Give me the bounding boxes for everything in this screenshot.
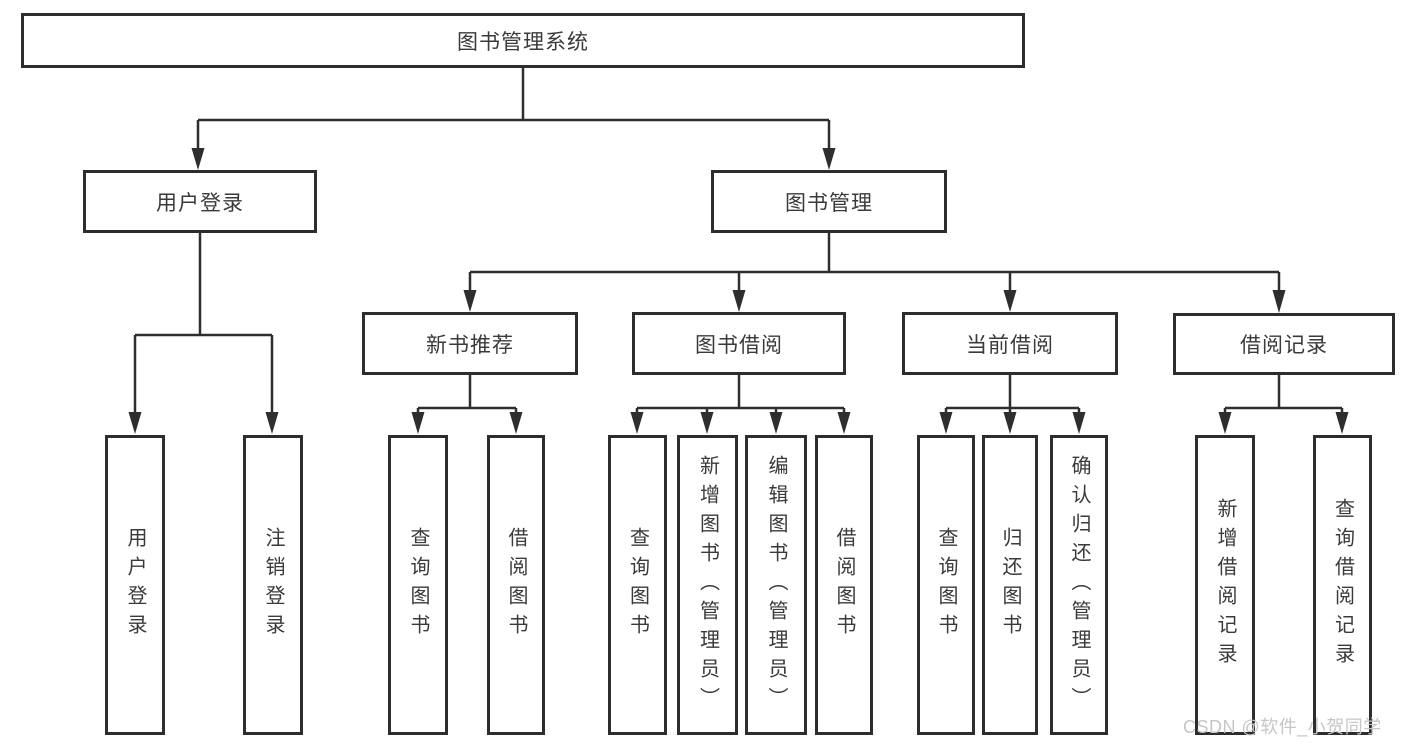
leaf-user-login: 用户登录 (105, 435, 165, 735)
leaf-bb-query-book: 查询图书 (608, 435, 667, 735)
leaf-br-query-record: 查询借阅记录 (1313, 435, 1372, 735)
leaf-cb-query-book: 查询图书 (917, 435, 975, 735)
leaf-br-query-record-label: 查询借阅记录 (1331, 498, 1354, 672)
node-book-borrow: 图书借阅 (632, 312, 846, 375)
leaf-logout-label: 注销登录 (262, 527, 284, 643)
node-user-login: 用户登录 (83, 170, 317, 233)
leaf-br-add-record: 新增借阅记录 (1195, 435, 1255, 735)
node-current-borrow: 当前借阅 (902, 312, 1118, 375)
leaf-nb-query-book-label: 查询图书 (407, 527, 429, 643)
leaf-cb-return-book: 归还图书 (982, 435, 1038, 735)
node-book-borrow-label: 图书借阅 (695, 333, 783, 357)
leaf-cb-confirm-return-label: 确认归还（管理员） (1068, 454, 1090, 716)
leaf-bb-edit-book: 编辑图书（管理员） (745, 435, 807, 735)
leaf-nb-borrow-book-label: 借阅图书 (505, 527, 527, 643)
leaf-bb-borrow-book-label: 借阅图书 (833, 527, 855, 643)
leaf-user-login-label: 用户登录 (124, 527, 146, 643)
csdn-watermark: CSDN @软件_小贺同学 (1183, 717, 1382, 737)
node-current-borrow-label: 当前借阅 (966, 333, 1054, 357)
leaf-logout: 注销登录 (243, 435, 303, 735)
leaf-bb-borrow-book: 借阅图书 (815, 435, 873, 735)
leaf-br-add-record-label: 新增借阅记录 (1214, 498, 1236, 672)
leaf-bb-edit-book-label: 编辑图书（管理员） (765, 454, 787, 716)
leaf-bb-add-book: 新增图书（管理员） (677, 435, 738, 735)
leaf-nb-query-book: 查询图书 (388, 435, 448, 735)
leaf-cb-confirm-return: 确认归还（管理员） (1050, 435, 1108, 735)
node-book-management: 图书管理 (711, 170, 947, 233)
leaf-bb-add-book-label: 新增图书（管理员） (696, 454, 719, 716)
node-new-book-recommend-label: 新书推荐 (426, 333, 514, 357)
node-borrow-records-label: 借阅记录 (1240, 334, 1328, 357)
leaf-cb-query-book-label: 查询图书 (935, 527, 957, 643)
leaf-nb-borrow-book: 借阅图书 (487, 435, 545, 735)
node-borrow-records: 借阅记录 (1173, 313, 1395, 375)
node-root-label: 图书管理系统 (457, 30, 589, 54)
leaf-cb-return-book-label: 归还图书 (999, 527, 1021, 643)
node-book-management-label: 图书管理 (785, 191, 873, 215)
leaf-bb-query-book-label: 查询图书 (626, 527, 649, 643)
node-root: 图书管理系统 (21, 13, 1025, 68)
node-user-login-label: 用户登录 (156, 191, 244, 215)
node-new-book-recommend: 新书推荐 (362, 312, 578, 375)
